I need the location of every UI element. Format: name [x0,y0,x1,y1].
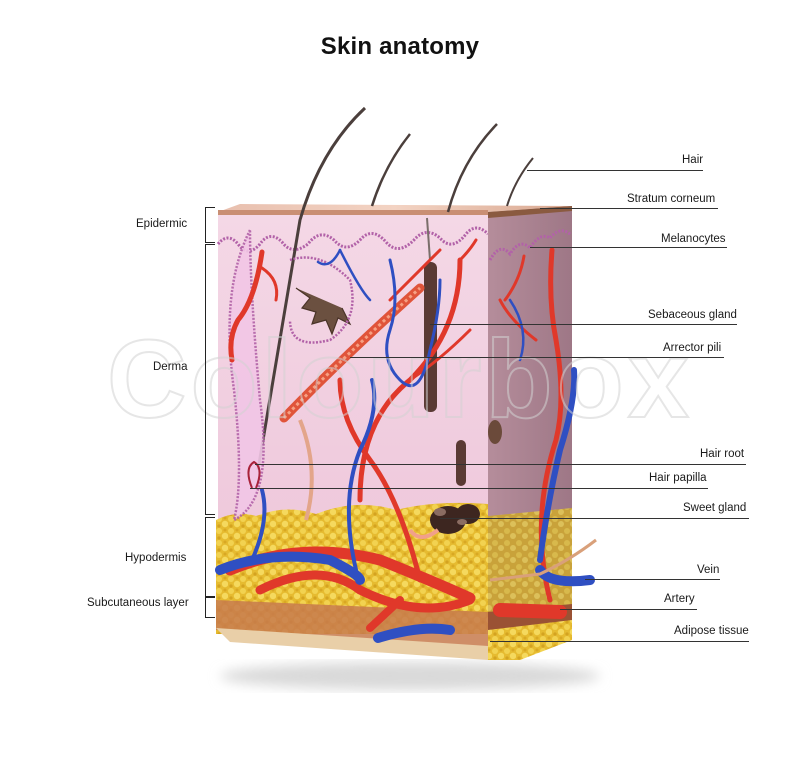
hair-follicle [424,262,437,412]
label-adipose-tissue: Adipose tissue [674,625,749,637]
diagram-title: Skin anatomy [320,33,480,60]
hypodermis-bracket [205,517,215,597]
nerve-fiber [489,538,597,582]
sebaceous-gland [295,287,352,336]
subcutaneous-bracket [205,597,215,618]
label-vein: Vein [697,564,720,576]
epidermic-bracket [205,207,215,243]
label-stratum-corneum: Stratum corneum [627,193,716,205]
label-melanocytes: Melanocytes [661,233,726,245]
leader-adipose-tissue [490,641,749,642]
leader-hair [527,170,703,171]
leader-hair-root [255,464,746,465]
label-subcutaneous-layer: Subcutaneous layer [87,597,189,609]
label-hair-papilla: Hair papilla [649,472,707,484]
derma-bracket [205,244,215,515]
label-derma: Derma [153,361,188,373]
label-hair-root: Hair root [700,448,745,460]
leader-stratum-corneum [540,208,718,209]
leader-sweet-gland [440,518,749,519]
sweat-gland-coil [408,440,480,539]
label-arrector-pili: Arrector pili [663,342,722,354]
leader-vein [585,579,720,580]
epidermis-boundary [216,226,490,253]
label-sweet-gland: Sweet gland [683,502,747,514]
label-hypodermis: Hypodermis [125,552,187,564]
leader-melanocytes [530,247,727,248]
label-artery: Artery [664,593,695,605]
leader-artery [560,609,697,610]
label-epidermic: Epidermic [136,218,188,230]
block-shadow [220,662,600,690]
label-hair: Hair [682,154,704,166]
leader-hair-papilla [250,488,708,489]
hair-shaft-1 [256,106,367,471]
leader-arrector-pili [350,357,724,358]
leader-sebaceous-gland [430,324,737,325]
label-sebaceous-gland: Sebaceous gland [648,309,737,321]
veins [215,248,595,643]
